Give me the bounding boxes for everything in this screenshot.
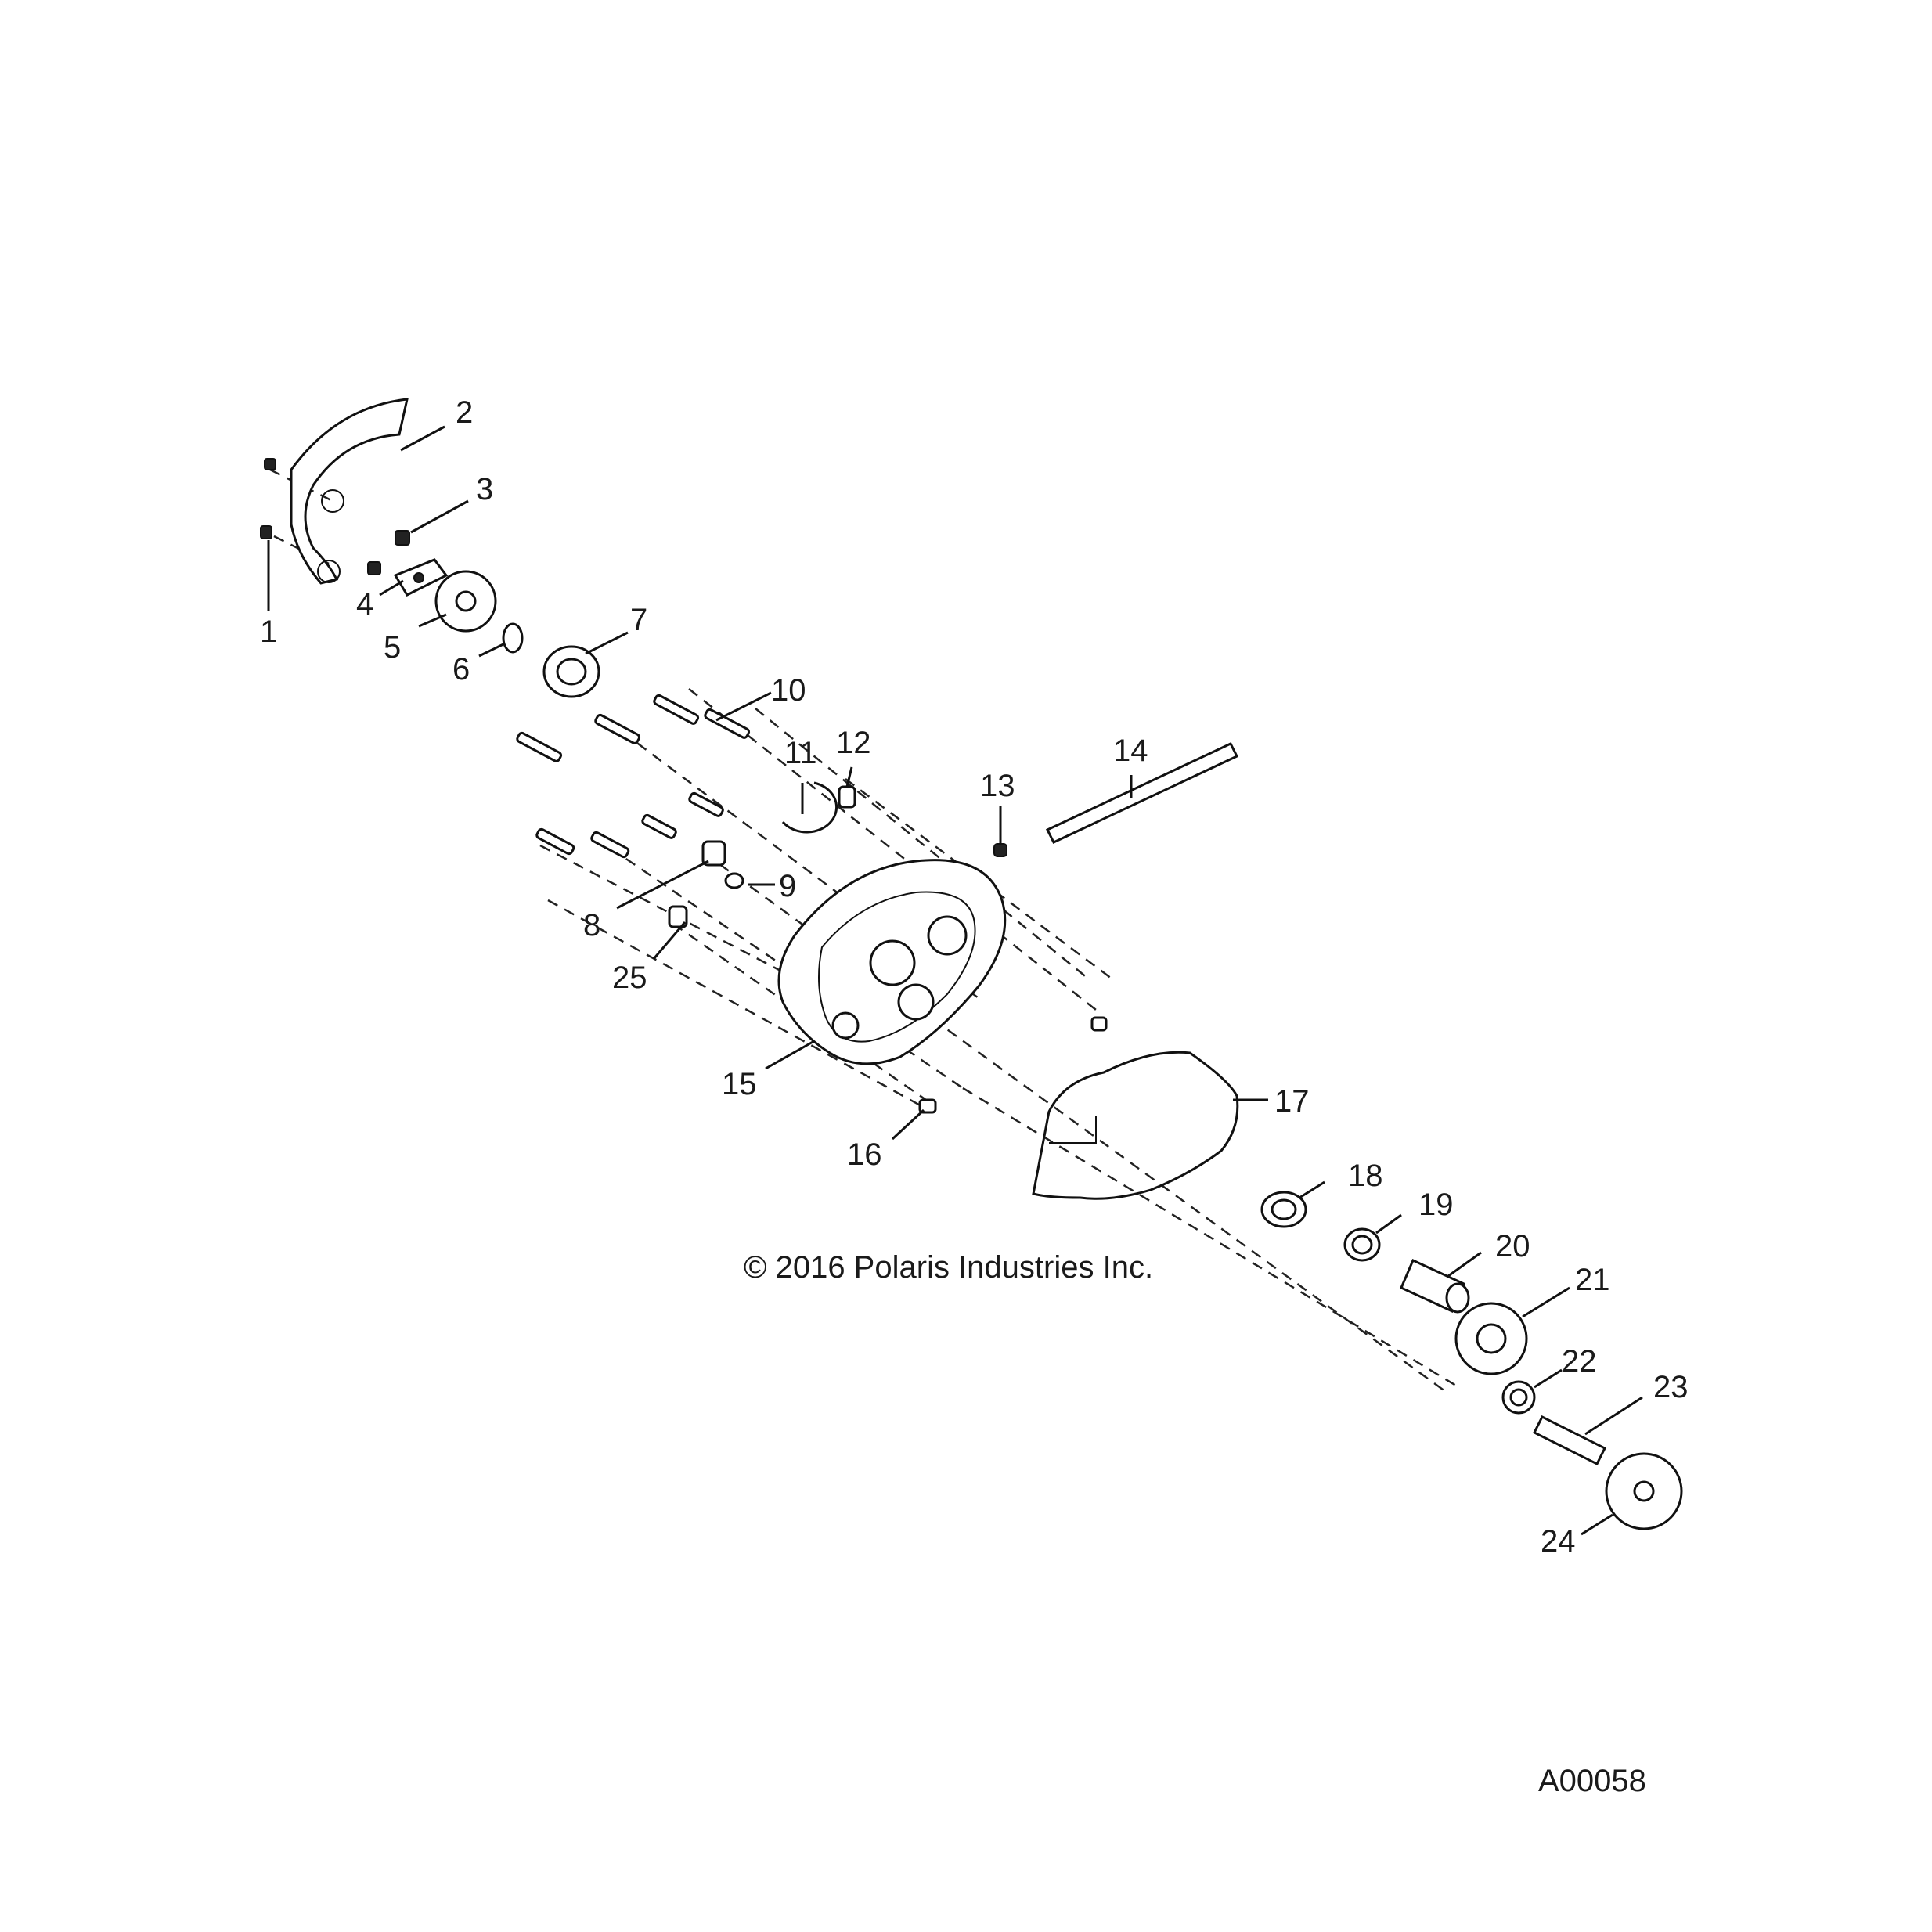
callout-17: 17 [1274, 1084, 1310, 1119]
callout-8: 8 [583, 908, 600, 943]
callout-12: 12 [836, 726, 871, 760]
part-8-fitting [701, 840, 726, 867]
callout-2: 2 [456, 395, 473, 430]
part-15-case [777, 859, 1007, 1065]
callout-16: 16 [847, 1137, 882, 1172]
callout-6: 6 [452, 652, 470, 687]
part-9-oring [724, 872, 744, 889]
part-4-plate [393, 558, 449, 597]
part-1-screws [260, 458, 276, 539]
callout-11: 11 [784, 736, 817, 770]
part-5-sprocket [434, 570, 497, 633]
callout-14: 14 [1113, 734, 1148, 768]
part-2-guard [290, 398, 409, 585]
callout-24: 24 [1541, 1524, 1576, 1559]
part-25-fitting [668, 905, 688, 928]
callout-13: 13 [980, 769, 1015, 803]
callout-4: 4 [356, 587, 373, 622]
callout-18: 18 [1348, 1159, 1383, 1193]
callout-21: 21 [1575, 1263, 1610, 1297]
callout-9: 9 [779, 869, 796, 903]
callout-10: 10 [771, 673, 806, 708]
callout-15: 15 [722, 1067, 757, 1101]
part-23-shaft [1532, 1415, 1607, 1466]
callout-5: 5 [384, 630, 401, 665]
part-20-shaft [1400, 1258, 1470, 1314]
part-19-seal [1343, 1227, 1381, 1262]
part-13-clip [993, 843, 1007, 857]
part-24-gear [1605, 1452, 1683, 1530]
callout-7: 7 [630, 603, 647, 637]
callout-3: 3 [476, 472, 493, 506]
part-21-gear [1454, 1302, 1528, 1375]
part-3-bolt [367, 530, 410, 575]
callout-1: 1 [260, 615, 277, 649]
callout-19: 19 [1418, 1188, 1454, 1222]
part-18-bearing [1260, 1191, 1307, 1228]
part-6-clip [502, 622, 524, 654]
part-10-bolts [516, 694, 751, 859]
drawing-code: A00058 [1538, 1764, 1646, 1798]
part-17-gasket [1032, 1051, 1239, 1200]
part-11-ring [781, 781, 838, 834]
leader-lines [267, 425, 1643, 1536]
callout-20: 20 [1495, 1229, 1530, 1263]
callout-labels: 1 2 3 4 5 6 7 8 9 10 11 12 13 14 15 16 1… [260, 395, 1689, 1559]
part-16-dowel [918, 1016, 1108, 1114]
callout-25: 25 [612, 961, 647, 995]
part-7-bearing [542, 645, 600, 698]
callout-23: 23 [1653, 1370, 1689, 1404]
copyright-notice: © 2016 Polaris Industries Inc. [744, 1250, 1153, 1285]
callout-22: 22 [1562, 1344, 1597, 1379]
part-14-tube [1045, 742, 1239, 844]
part-22-bearing [1501, 1380, 1536, 1415]
part-12-fitting [838, 785, 856, 809]
